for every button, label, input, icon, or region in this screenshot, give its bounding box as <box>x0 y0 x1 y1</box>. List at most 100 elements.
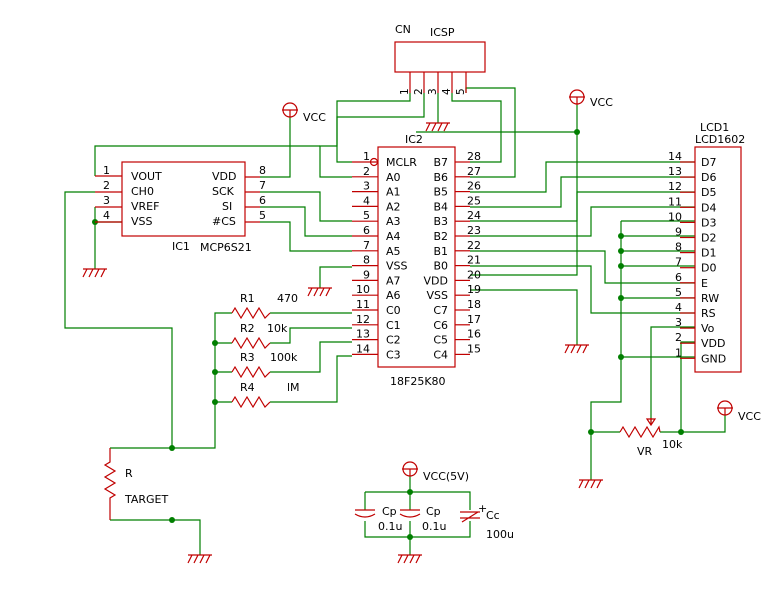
wire-b2-d4 <box>470 206 695 237</box>
wire-r3 <box>270 341 352 373</box>
lcd-part: LCD1602 <box>695 133 745 146</box>
capacitors: Cp 0.1u Cp 0.1u Cc 100u + <box>354 502 514 541</box>
lcd-ref: LCD1 <box>700 121 729 134</box>
lcd-pin-name: E <box>701 277 708 290</box>
resistor-value: 470 <box>277 292 298 305</box>
target-resistor: R TARGET <box>103 448 169 520</box>
ic2-pin-num: 9 <box>363 268 370 281</box>
lcd-pin-num: 14 <box>668 150 682 163</box>
wire-b4-d6 <box>470 176 695 208</box>
ic2-pin-num: 17 <box>467 313 481 326</box>
ic1-pin-name: CH0 <box>131 185 154 198</box>
ic2-pin-name: C5 <box>433 334 448 347</box>
junction-dot <box>574 129 580 135</box>
ic2-pin-num: 16 <box>467 328 481 341</box>
wire-res-common <box>172 312 232 449</box>
lcd-pin-num: 3 <box>675 316 682 329</box>
vcc-symbol-vr: VCC <box>717 400 761 423</box>
ic2-pin-num: 26 <box>467 180 481 193</box>
ic2-pin-name: C0 <box>386 304 401 317</box>
lcd-pin-num: 11 <box>668 195 682 208</box>
wire-si <box>260 206 352 237</box>
ic2-pin-name: A4 <box>386 230 401 243</box>
ic1-pin-name: #CS <box>212 215 236 228</box>
ic2-right-pins: 28B727B626B525B424B323B222B121B020VDD19V… <box>424 150 481 361</box>
icsp-name: ICSP <box>430 26 455 39</box>
lcd-pin-name: D2 <box>701 232 716 245</box>
icsp-pin-4: 4 <box>441 88 453 95</box>
ground-icon <box>307 287 332 297</box>
vcc-label: VCC <box>303 111 326 124</box>
ic2-pin-name: A1 <box>386 186 401 199</box>
lcd-pin-num: 13 <box>668 165 682 178</box>
ic2-pin-name: A6 <box>386 289 401 302</box>
vcc-label: VCC <box>738 410 761 423</box>
lcd-pin-num: 7 <box>675 256 682 269</box>
lcd-pin-name: D7 <box>701 156 716 169</box>
cap-cp1-plates <box>354 509 376 518</box>
ic1-amplifier: 1 2 3 4 VOUT CH0 VREF VSS 8 7 6 5 VDD SC… <box>95 161 266 254</box>
ic2-pin-name: B6 <box>433 171 448 184</box>
ic2-pin-name: B3 <box>433 215 448 228</box>
junction-dot <box>212 399 218 405</box>
ground-icon <box>564 344 589 354</box>
ic1-part: MCP6S21 <box>200 241 252 254</box>
potentiometer: VR 10k <box>619 418 683 458</box>
junction-dot <box>169 445 175 451</box>
ic2-pin-name: C6 <box>433 319 448 332</box>
ic2-part: 18F25K80 <box>390 375 446 388</box>
wire-vss-left <box>319 266 352 288</box>
wire-ch0 <box>64 191 173 448</box>
junction-dot <box>212 369 218 375</box>
lcd-pin-name: VDD <box>701 337 725 350</box>
junction-dot <box>212 340 218 346</box>
ic2-body <box>377 146 456 368</box>
ic2-pin-num: 24 <box>467 209 481 222</box>
lcd-pin-num: 10 <box>668 210 682 223</box>
ic1-pin-num: 5 <box>259 209 266 222</box>
ic2-pin-name: C3 <box>386 348 401 361</box>
junction-dot <box>407 489 413 495</box>
ic1-pin-num: 1 <box>103 164 110 177</box>
cap-value: 0.1u <box>422 520 446 533</box>
resistor-r4-zigzag <box>231 395 271 409</box>
ic2-pin-name: B5 <box>433 186 448 199</box>
vr-value: 10k <box>662 438 683 451</box>
wire-target-gnd <box>110 519 201 555</box>
ic1-pin-name: SI <box>222 200 232 213</box>
wire-r2 <box>270 327 352 344</box>
ic2-pin-num: 13 <box>356 328 370 341</box>
junction-dot <box>618 233 624 239</box>
resistor-value: 10k <box>267 322 288 335</box>
wire-cs <box>260 221 352 252</box>
resistor-ref: R1 <box>240 292 255 305</box>
vr-zigzag <box>619 425 661 439</box>
target-zigzag <box>103 448 117 520</box>
icsp-pins <box>409 72 467 93</box>
junction-dot <box>618 248 624 254</box>
resistor-r3-zigzag <box>231 365 271 379</box>
wire-gnd-bus <box>590 221 622 480</box>
ic2-pin-name: A7 <box>386 274 401 287</box>
ic2-pin-num: 22 <box>467 239 481 252</box>
cap-value: 0.1u <box>378 520 402 533</box>
cap-cc-plates <box>460 511 480 523</box>
ic2-pin-name: B0 <box>433 260 448 273</box>
ground-icon <box>187 554 212 564</box>
lcd-pin-name: D0 <box>701 262 716 275</box>
ic1-pin-num: 6 <box>259 194 266 207</box>
ic2-pin-num: 27 <box>467 165 481 178</box>
wire-b1-e <box>470 250 695 284</box>
wire-b5-d7 <box>470 161 695 193</box>
wire-r4 <box>270 355 352 403</box>
wire-lcd-vdd <box>680 341 695 432</box>
ic2-pin-name: VSS <box>386 260 408 273</box>
wire-ic1-vdd <box>260 117 291 178</box>
wire-icsp-b7 <box>451 93 502 163</box>
junction-dots <box>92 129 684 540</box>
lcd-pin-name: Vo <box>701 322 715 335</box>
ic2-pin-num: 21 <box>467 254 481 267</box>
icsp-connector: CN ICSP 1 2 3 4 5 <box>394 23 486 95</box>
cap-cp2-plates <box>399 509 421 518</box>
wire-vout-a0 <box>94 145 320 176</box>
